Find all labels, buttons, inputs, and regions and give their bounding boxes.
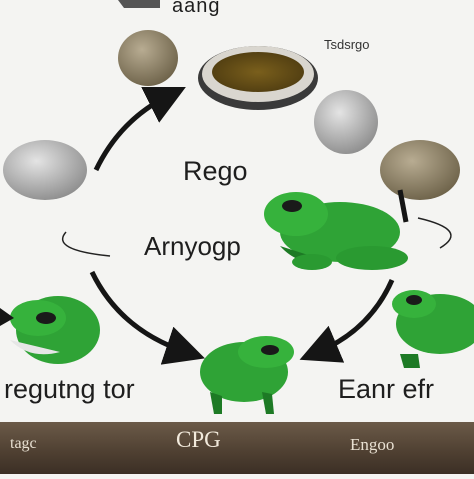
curve-line-left xyxy=(61,231,111,257)
arrow-bottom-left xyxy=(89,270,205,365)
label-bottom-left: regutng tor xyxy=(4,374,135,404)
egg-tan-right xyxy=(380,140,460,200)
arrow-top-left xyxy=(93,87,186,172)
label-center-primary: Rego xyxy=(183,156,248,186)
curve-line-right xyxy=(417,217,452,249)
label-center-secondary: Arnyogp xyxy=(144,231,241,261)
frog-adult-right xyxy=(264,192,408,270)
footer-label-left: tagc xyxy=(10,435,37,452)
arrow-stub-right xyxy=(397,189,409,223)
footer-label-center: CPG xyxy=(176,427,221,452)
frog-young-left xyxy=(0,296,100,364)
egg-tan-top xyxy=(118,30,178,86)
egg-gray-right xyxy=(314,90,378,154)
footer-bar xyxy=(0,422,474,474)
footer-label-right: Engoo xyxy=(350,435,395,454)
arrow-bottom-right xyxy=(299,278,395,363)
label-top: aang xyxy=(172,0,221,17)
label-top-right: Tsdsrgo xyxy=(324,37,370,52)
label-bottom-right: Eanr efr xyxy=(338,374,435,404)
egg-gray-left xyxy=(3,140,87,200)
pencil-icon xyxy=(118,0,160,8)
pond-dish xyxy=(198,46,318,110)
frog-adult-bottom-right xyxy=(392,290,474,368)
frog-froglet-center xyxy=(200,336,294,414)
